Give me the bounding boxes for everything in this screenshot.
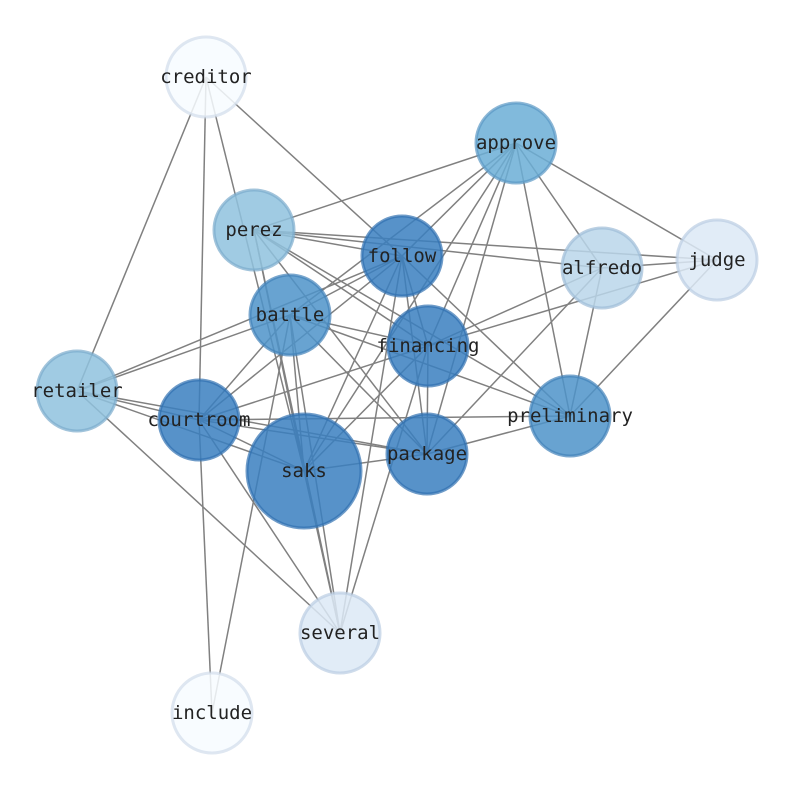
- edge-courtroom-several: [198, 419, 341, 634]
- node-circle: [164, 35, 248, 119]
- node-creditor: creditor: [160, 35, 252, 119]
- node-label: preliminary: [507, 405, 633, 427]
- node-label: approve: [476, 132, 556, 154]
- edge-financing-several: [339, 345, 429, 634]
- node-package: package: [385, 412, 469, 496]
- node-approve: approve: [474, 101, 558, 185]
- node-circle: [157, 378, 241, 462]
- edge-creditor-courtroom: [198, 76, 207, 421]
- nodes-layer: creditor approve perez follow alfredo judge ba…: [31, 35, 759, 755]
- node-label: include: [172, 702, 252, 724]
- edge-alfredo-package: [426, 267, 603, 455]
- node-label: saks: [281, 460, 327, 482]
- node-circle: [298, 591, 382, 675]
- node-label: battle: [256, 304, 325, 326]
- node-perez: perez: [212, 188, 296, 272]
- edge-creditor-saks: [205, 76, 305, 472]
- node-financing: financing: [377, 304, 480, 388]
- edge-battle-include: [211, 314, 291, 714]
- node-label: judge: [688, 249, 745, 271]
- edge-courtroom-include: [198, 419, 213, 714]
- node-circle: [385, 412, 469, 496]
- edge-approve-saks: [303, 142, 517, 472]
- edge-retailer-several: [76, 390, 341, 634]
- node-circle: [170, 671, 254, 755]
- node-circle: [560, 226, 644, 310]
- node-label: package: [387, 443, 467, 465]
- edge-follow-retailer: [76, 255, 403, 392]
- node-circle: [675, 218, 759, 302]
- node-saks: saks: [245, 412, 363, 530]
- node-several: several: [298, 591, 382, 675]
- edge-judge-financing: [427, 259, 718, 347]
- node-label: several: [300, 622, 380, 644]
- edge-approve-perez: [253, 142, 517, 231]
- node-circle: [245, 412, 363, 530]
- node-circle: [474, 101, 558, 185]
- node-label: alfredo: [562, 257, 642, 279]
- node-circle: [528, 374, 612, 458]
- edge-creditor-retailer: [76, 76, 207, 392]
- node-circle: [35, 349, 119, 433]
- node-label: retailer: [31, 380, 123, 402]
- edge-courtroom-preliminary: [198, 415, 571, 421]
- node-circle: [360, 214, 444, 298]
- node-include: include: [170, 671, 254, 755]
- node-label: creditor: [160, 66, 252, 88]
- node-retailer: retailer: [31, 349, 123, 433]
- node-label: follow: [368, 245, 437, 267]
- edge-creditor-follow: [205, 76, 403, 257]
- node-circle: [212, 188, 296, 272]
- node-courtroom: courtroom: [148, 378, 251, 462]
- node-alfredo: alfredo: [560, 226, 644, 310]
- edge-approve-preliminary: [515, 142, 571, 417]
- node-label: perez: [225, 219, 282, 241]
- node-battle: battle: [248, 273, 332, 357]
- node-preliminary: preliminary: [507, 374, 633, 458]
- node-circle: [386, 304, 470, 388]
- node-follow: follow: [360, 214, 444, 298]
- node-label: courtroom: [148, 409, 251, 431]
- node-judge: judge: [675, 218, 759, 302]
- node-circle: [248, 273, 332, 357]
- edge-perez-package: [253, 229, 428, 455]
- edge-retailer-package: [76, 390, 428, 455]
- edge-approve-package: [426, 142, 517, 455]
- node-label: financing: [377, 335, 480, 357]
